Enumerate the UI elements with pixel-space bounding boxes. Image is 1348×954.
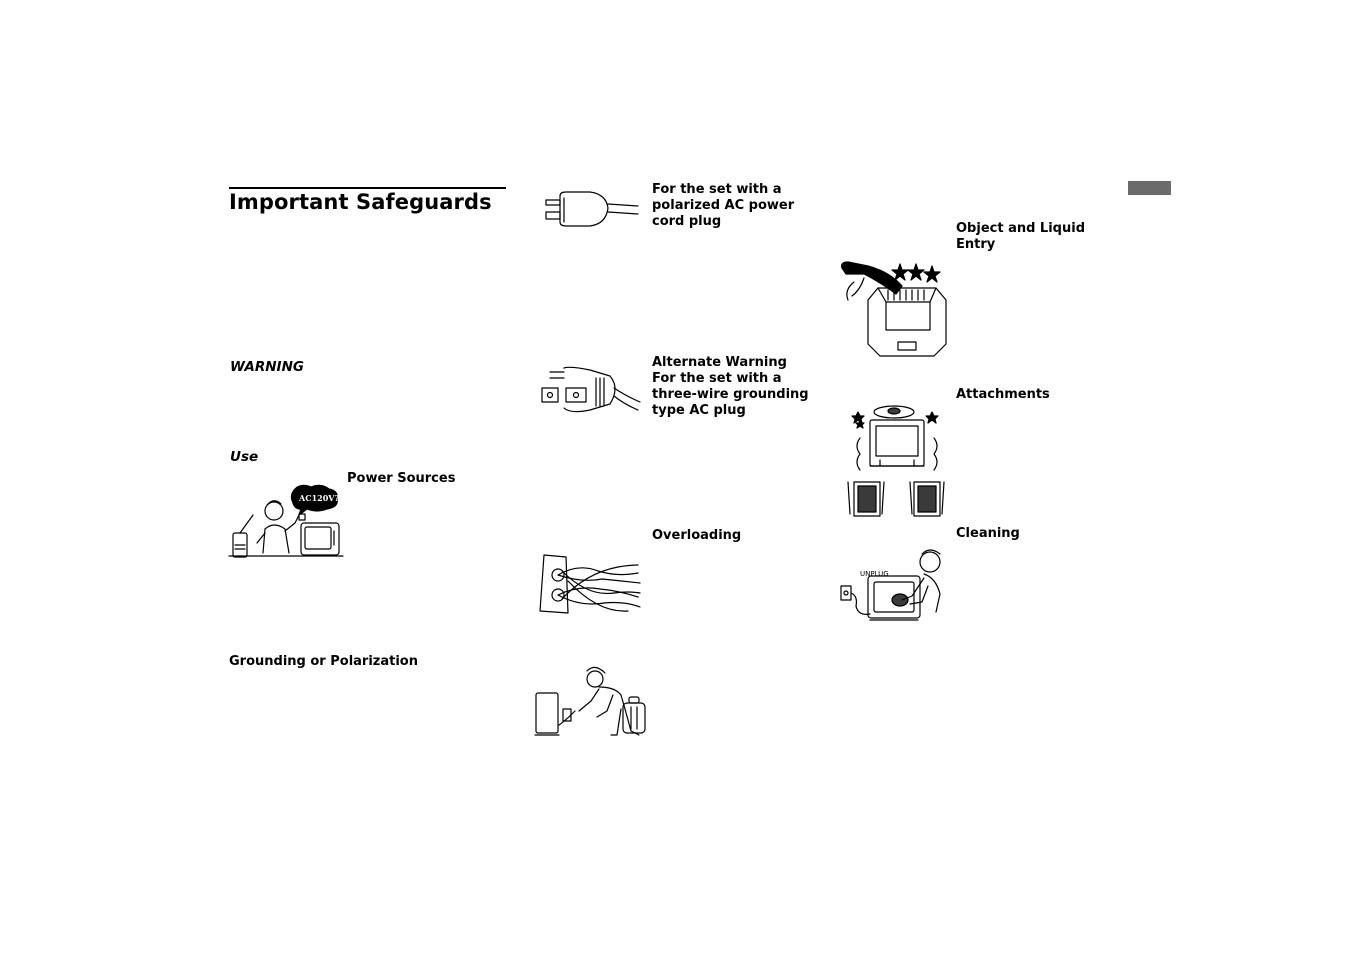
alternate-warning-heading: Alternate Warning For the set with a thr… bbox=[652, 355, 809, 419]
voltage-bubble-text: AC120V? bbox=[298, 493, 339, 503]
object-liquid-heading: Object and Liquid Entry bbox=[956, 221, 1085, 253]
alternate-warning-line-1: Alternate Warning bbox=[652, 355, 787, 370]
polarized-plug-line-1: For the set with a bbox=[652, 182, 782, 197]
warning-heading: WARNING bbox=[230, 359, 304, 375]
attachments-heading: Attachments bbox=[956, 387, 1050, 402]
polarized-plug-heading: For the set with a polarized AC power co… bbox=[652, 182, 794, 230]
use-heading: Use bbox=[230, 449, 259, 465]
overloading-heading: Overloading bbox=[652, 528, 742, 543]
liquid-spill-tv-icon bbox=[841, 261, 947, 357]
title-rule bbox=[229, 187, 506, 189]
page-title: Important Safeguards bbox=[229, 190, 492, 214]
cleaning-tv-icon: UNPLUG bbox=[840, 549, 941, 621]
power-sources-heading: Power Sources bbox=[347, 471, 456, 486]
object-liquid-line-1: Object and Liquid bbox=[956, 221, 1085, 236]
unplug-label: UNPLUG bbox=[860, 570, 889, 578]
grounding-plug-icon bbox=[541, 366, 641, 413]
grounding-heading: Grounding or Polarization bbox=[229, 654, 418, 669]
unplug-travel-icon bbox=[534, 666, 646, 736]
alternate-warning-line-3: three-wire grounding bbox=[652, 387, 809, 402]
alternate-warning-line-2: For the set with a bbox=[652, 371, 782, 386]
object-liquid-line-2: Entry bbox=[956, 237, 996, 252]
attachments-tv-icon bbox=[847, 405, 945, 517]
power-source-question-icon: AC120V? bbox=[228, 484, 344, 558]
polarized-plug-line-2: polarized AC power bbox=[652, 198, 795, 213]
polarized-plug-line-3: cord plug bbox=[652, 214, 722, 229]
cleaning-heading: Cleaning bbox=[956, 526, 1020, 541]
section-tab-marker bbox=[1128, 181, 1171, 195]
polarized-plug-icon bbox=[545, 191, 639, 227]
alternate-warning-line-4: type AC plug bbox=[652, 403, 746, 418]
overloaded-outlet-icon bbox=[539, 554, 641, 614]
